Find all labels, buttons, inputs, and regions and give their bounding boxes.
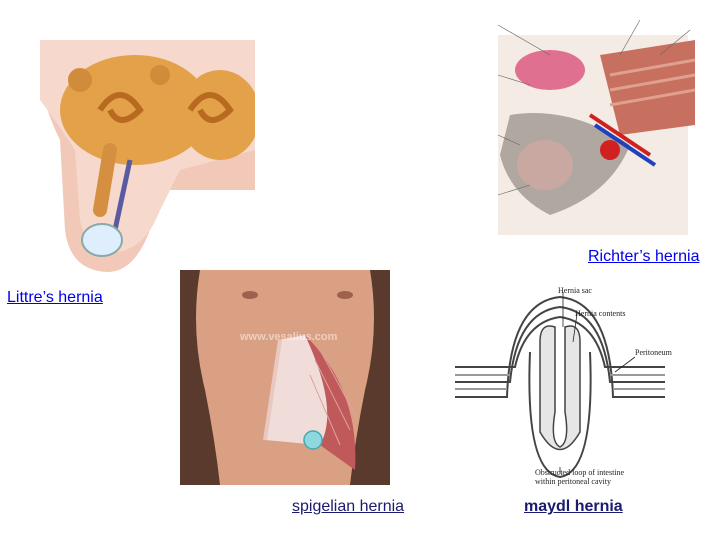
label-hernia-sac: Hernia sac: [558, 286, 592, 295]
littre-hernia-illustration: [40, 40, 255, 275]
maydl-hernia-diagram: Hernia sac Hernia contents Peritoneum Ob…: [455, 282, 672, 497]
caption-spigelian[interactable]: spigelian hernia: [292, 498, 405, 515]
caption-maydl[interactable]: maydl hernia: [524, 498, 623, 515]
label-peritoneum: Peritoneum: [635, 348, 672, 357]
label-obstructed-loop: Obstructed loop of intestine within peri…: [535, 468, 625, 486]
spigelian-hernia-photo: www.vesalius.com: [180, 270, 390, 485]
photo-watermark: www.vesalius.com: [239, 331, 338, 343]
label-hernia-contents: Hernia contents: [575, 309, 626, 318]
caption-littre[interactable]: Littre’s hernia: [7, 289, 103, 306]
caption-richter[interactable]: Richter’s hernia: [588, 248, 700, 265]
richter-hernia-illustration: [490, 15, 695, 240]
